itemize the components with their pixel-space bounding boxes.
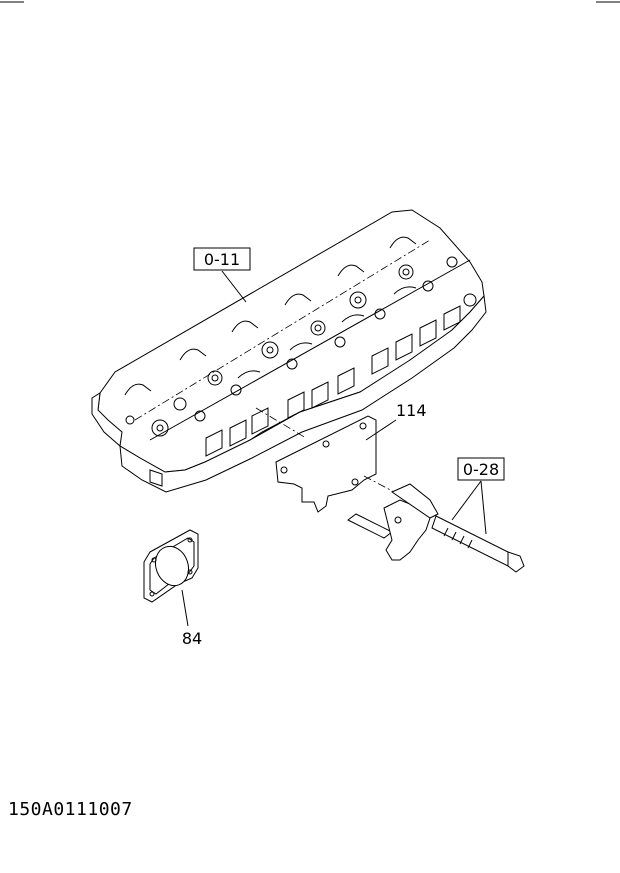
leader-line — [181, 589, 189, 627]
callout-label-0-28: 0-28 — [463, 460, 499, 479]
cylinder-head-illustration — [91, 209, 487, 493]
callout-box — [193, 247, 251, 271]
hole — [149, 591, 155, 597]
leader-line — [451, 480, 482, 521]
hole — [280, 466, 288, 474]
part-label-84: 84 — [182, 629, 202, 648]
gasket-illustration: 84 — [143, 529, 202, 648]
hole — [359, 422, 367, 430]
leader-line — [480, 480, 487, 535]
callout-box — [457, 457, 505, 481]
hole — [394, 516, 402, 524]
hole — [187, 569, 193, 575]
assembly-line — [255, 407, 307, 439]
part-label-114: 114 — [396, 401, 427, 420]
leader-line — [365, 419, 397, 441]
bracket-and-bolt-illustration: 0-28 — [347, 457, 525, 573]
leader-line — [221, 270, 247, 303]
hole — [351, 478, 359, 486]
hole — [322, 440, 330, 448]
hole — [187, 537, 193, 543]
callout-label-0-11: 0-11 — [204, 250, 240, 269]
hole — [151, 557, 157, 563]
bracket-plate-illustration: 114 — [255, 401, 427, 513]
diagram-code: 150A0111007 — [8, 799, 133, 820]
callout-cylinder-head: 0-11 — [193, 247, 251, 303]
